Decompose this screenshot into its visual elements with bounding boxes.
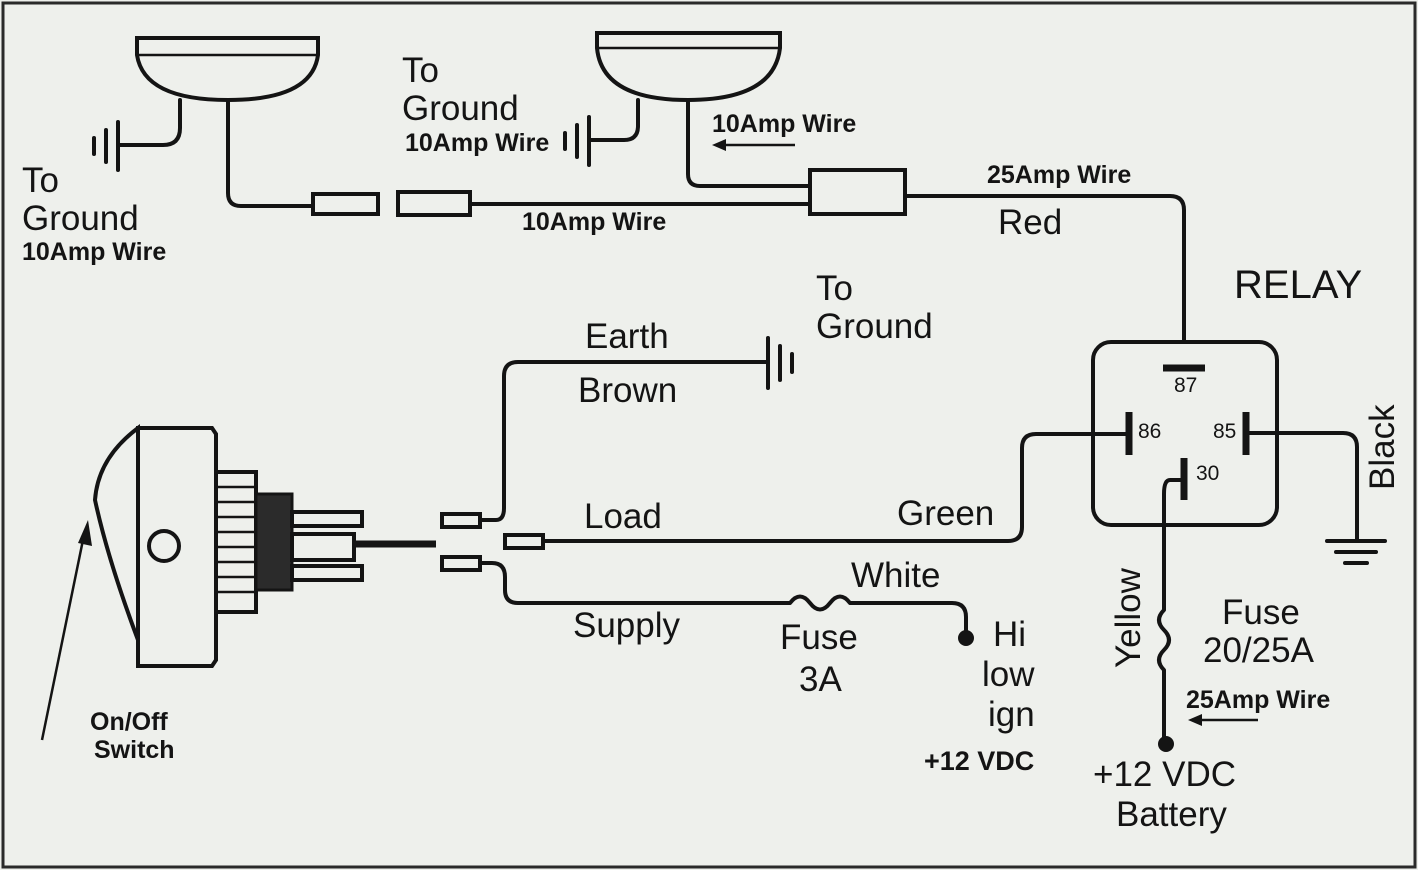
left-lamp-housing [135,36,320,103]
switch-pin-middle [290,532,356,562]
battery-label-line2: Battery [1116,795,1227,834]
battery-wire-label: 25Amp Wire [1186,686,1330,714]
battery-terminal-dot [1158,736,1174,752]
switch-indicator [147,529,181,563]
relay-pin-85-label: 85 [1213,420,1236,443]
supply-label: Supply [573,606,681,645]
switch-pin-top [290,510,364,528]
supply-source-label-line1: Hi [993,615,1026,654]
right-lamp-housing [595,31,782,103]
load-wire [541,432,1131,543]
battery-wire-color-label: Yellow [1109,567,1148,668]
left-lamp-ground-wire [118,98,182,147]
earth-connector [440,512,482,529]
switch-hex-nut [254,492,294,592]
battery-fuse-label-line1: Fuse [1222,593,1300,632]
earth-wire [478,360,770,522]
left-lamp-ground-symbol [92,120,120,172]
arrow-25amp-icon [1188,714,1258,726]
load-connector [503,533,545,550]
main-feed-wire-label: 25Amp Wire [987,161,1131,189]
relay-ground-wire [1244,431,1359,542]
main-feed-color-label: Red [998,203,1062,242]
supply-source-label-line3: ign [988,695,1035,734]
left-ground-label-line1: To [22,161,59,200]
supply-fuse-label-line1: Fuse [780,618,858,657]
left-ground-wire-label: 10Amp Wire [22,238,166,266]
earth-ground-symbol [766,336,794,390]
supply-terminal-dot [958,630,974,646]
left-connector-b [396,190,472,217]
supply-fuse-label-line2: 3A [799,660,842,699]
relay-title: RELAY [1234,263,1362,307]
relay-pin-87-label: 87 [1174,374,1197,397]
earth-ground-label-line2: Ground [816,307,933,346]
switch-pin-bottom [290,564,364,582]
relay-ground-color-label: Black [1363,404,1402,490]
switch-label-line1: On/Off [90,708,168,736]
battery-fuse-label-line2: 20/25A [1203,631,1315,670]
chassis-ground-icon [1325,539,1387,565]
right-lamp-ground-symbol [563,115,591,167]
left-ground-label-line2: Ground [22,199,139,238]
earth-color-label: Brown [578,371,677,410]
earth-ground-label-line1: To [816,269,853,308]
battery-label-line1: +12 VDC [1093,755,1236,794]
right-ground-wire-label: 10Amp Wire [405,129,549,157]
right-ground-label-line2: Ground [402,89,519,128]
right-ground-label-line1: To [402,51,439,90]
supply-wire [478,561,968,638]
right-lamp-feed-wire [686,98,885,188]
switch-rocker [92,423,140,641]
relay-pin-86-label: 86 [1138,420,1161,443]
main-feed-wire [903,194,1186,368]
switch-thread-lines [216,485,256,594]
load-color-label: Green [897,494,994,533]
inline-fuse-holder [808,168,907,216]
load-label: Load [584,497,662,536]
right-lamp-ground-wire [588,98,640,142]
switch-label-line2: Switch [94,736,175,764]
left-connector-a [311,192,380,216]
relay-pin-30-label: 30 [1196,462,1219,485]
switch-pointer-arrow-icon [40,520,92,741]
left-lamp [135,36,320,103]
earth-label: Earth [585,317,669,356]
arrow-10amp-icon [712,139,795,151]
supply-color-label: White [851,556,940,595]
right-lamp-feed-wire-label: 10Amp Wire [712,110,856,138]
lamp-link-wire-label: 10Amp Wire [522,208,666,236]
supply-voltage-label: +12 VDC [924,746,1034,776]
supply-connector [440,555,482,572]
left-lamp-feed-wire [226,98,314,208]
right-lamp [595,31,782,103]
battery-feed-wire [1157,478,1186,744]
supply-source-label-line2: low [982,655,1035,694]
on-off-switch [92,423,436,668]
